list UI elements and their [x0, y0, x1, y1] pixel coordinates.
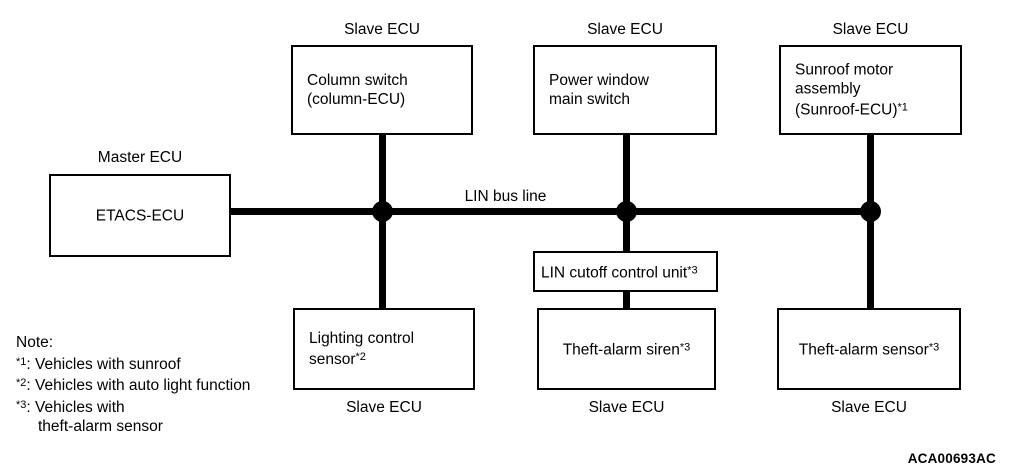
- bus-junction-node-3: [860, 201, 881, 222]
- bus-junction-node-2: [616, 201, 637, 222]
- branch-line-sunroof: [867, 135, 874, 211]
- box-lin-cutoff-control-unit[interactable]: LIN cutoff control unit*3: [533, 251, 718, 292]
- box-sunroof-motor[interactable]: Sunroof motor assembly (Sunroof-ECU)*1: [779, 45, 962, 135]
- caption-theft-alarm-sensor: Slave ECU: [831, 399, 907, 416]
- bus-junction-node-1: [372, 201, 393, 222]
- note-item-2: *2: Vehicles with auto light function: [16, 374, 250, 396]
- box-theft-alarm-siren-label: Theft-alarm siren: [562, 341, 680, 359]
- note-item-1-text: : Vehicles with sunroof: [26, 355, 181, 373]
- note-continuation: theft-alarm sensor: [38, 418, 163, 435]
- branch-line-lin-cutoff: [623, 208, 630, 253]
- box-theft-alarm-siren-footnote: *3: [679, 341, 691, 354]
- note-item-3: *3: Vehicles with: [16, 396, 250, 418]
- caption-column-switch: Slave ECU: [344, 21, 420, 38]
- caption-master-ecu: Master ECU: [97, 149, 183, 166]
- note-item-1-marker: *1: [16, 355, 27, 368]
- note-heading: Note:: [16, 334, 54, 351]
- note-item-2-marker: *2: [16, 377, 27, 389]
- box-lighting-control-sensor[interactable]: Lighting control sensor*2: [293, 308, 475, 390]
- box-etacs-ecu[interactable]: ETACS-ECU: [49, 174, 231, 257]
- note-item-1: *1: Vehicles with sunroof: [16, 353, 250, 375]
- box-theft-alarm-sensor-label: Theft-alarm sensor: [798, 341, 929, 359]
- box-lin-cutoff-footnote: *3: [687, 264, 698, 276]
- box-column-switch[interactable]: Column switch (column-ECU): [291, 45, 473, 135]
- lin-bus-line-horizontal: [231, 208, 876, 215]
- note-item-3-text: : Vehicles with: [26, 398, 125, 416]
- caption-theft-alarm-siren: Slave ECU: [588, 399, 665, 416]
- reference-code: ACA00693AC: [907, 451, 996, 466]
- box-sunroof-motor-label: Sunroof motor assembly (Sunroof-ECU): [795, 61, 898, 119]
- box-etacs-ecu-label: ETACS-ECU: [95, 207, 185, 224]
- note-item-2-text: : Vehicles with auto light function: [26, 377, 251, 394]
- box-theft-alarm-sensor-footnote: *3: [928, 341, 940, 354]
- box-lighting-control-sensor-footnote: *2: [355, 351, 366, 363]
- branch-line-power-window: [623, 135, 630, 211]
- box-lin-cutoff-label: LIN cutoff control unit: [541, 264, 688, 281]
- branch-line-theft-sensor: [867, 208, 874, 310]
- box-lighting-control-sensor-label: Lighting control sensor: [309, 330, 415, 368]
- branch-line-column-switch: [379, 135, 386, 211]
- box-sunroof-motor-footnote: *1: [897, 101, 908, 114]
- box-theft-alarm-sensor[interactable]: Theft-alarm sensor*3: [777, 308, 961, 390]
- caption-sunroof: Slave ECU: [832, 21, 909, 38]
- note-block: Note: *1: Vehicles with sunroof *2: Vehi…: [16, 333, 250, 437]
- branch-line-theft-siren: [623, 290, 630, 310]
- box-power-window[interactable]: Power window main switch: [533, 45, 717, 135]
- box-power-window-label: Power window main switch: [549, 72, 649, 108]
- branch-line-lighting-sensor: [379, 208, 386, 310]
- box-theft-alarm-siren[interactable]: Theft-alarm siren*3: [537, 308, 716, 390]
- note-item-3-marker: *3: [16, 398, 27, 411]
- box-column-switch-label: Column switch (column-ECU): [307, 72, 408, 108]
- caption-lighting-control-sensor: Slave ECU: [346, 399, 422, 416]
- caption-power-window: Slave ECU: [587, 21, 663, 38]
- bus-line-label: LIN bus line: [464, 188, 547, 205]
